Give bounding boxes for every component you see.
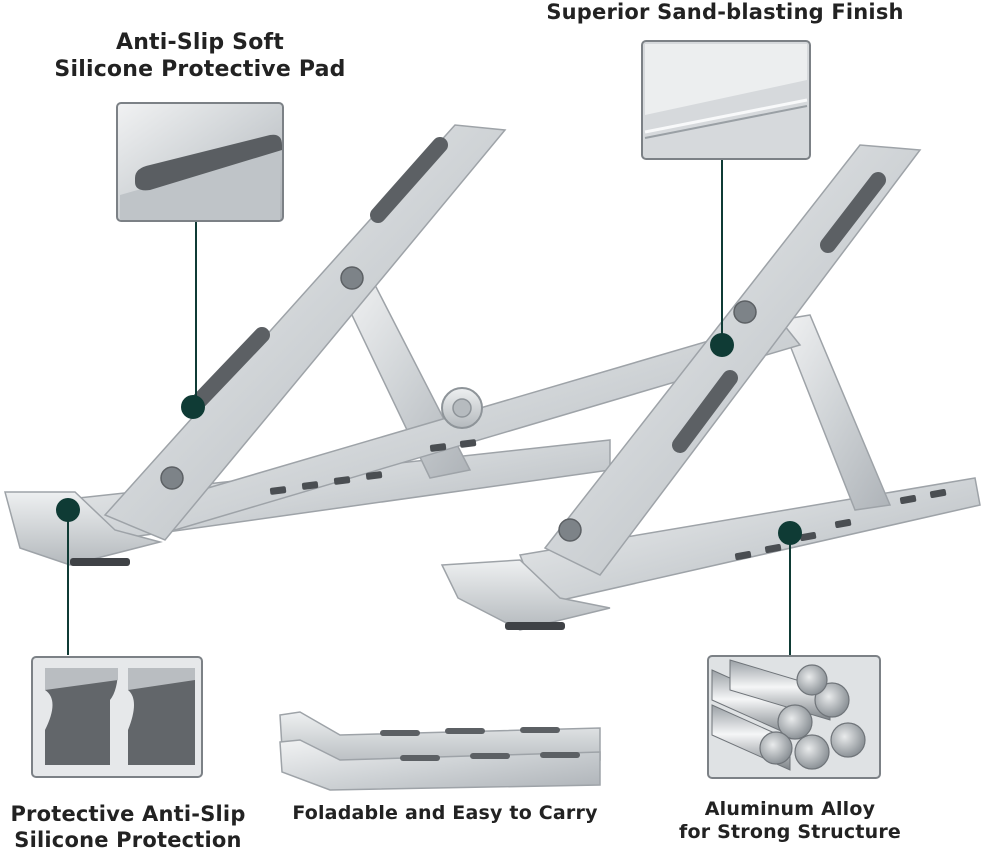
stand-body	[4, 124, 981, 631]
folded-stand	[279, 711, 601, 791]
label-foot-protection-line2: Silicone Protection	[14, 827, 242, 852]
label-silicone-pad: Anti-Slip Soft Silicone Protective Pad	[40, 30, 360, 84]
label-foot-protection: Protective Anti-Slip Silicone Protection	[0, 802, 256, 853]
label-silicone-pad-line2: Silicone Protective Pad	[54, 56, 346, 82]
callout-alloy	[778, 521, 802, 655]
inset-aluminum-rods	[707, 655, 881, 779]
label-sand-finish: Superior Sand-blasting Finish	[520, 0, 930, 26]
inset-foot-pads	[31, 656, 203, 778]
label-foldable-line1: Foladable and Easy to Carry	[292, 802, 598, 824]
label-silicone-pad-line1: Anti-Slip Soft	[115, 30, 285, 55]
label-aluminum-alloy: Aluminum Alloy for Strong Structure	[660, 798, 920, 844]
inset-silicone-pad	[116, 102, 284, 222]
label-foot-protection-line1: Protective Anti-Slip	[10, 802, 246, 826]
label-sand-finish-line1: Superior Sand-blasting Finish	[546, 0, 904, 24]
label-aluminum-alloy-line2: for Strong Structure	[678, 821, 902, 844]
inset-sand-finish	[641, 40, 811, 160]
callout-pad	[181, 220, 205, 419]
label-aluminum-alloy-line1: Aluminum Alloy	[704, 798, 876, 820]
callout-protect	[56, 498, 80, 655]
label-foldable: Foladable and Easy to Carry	[270, 802, 620, 825]
callout-finish	[710, 158, 734, 357]
